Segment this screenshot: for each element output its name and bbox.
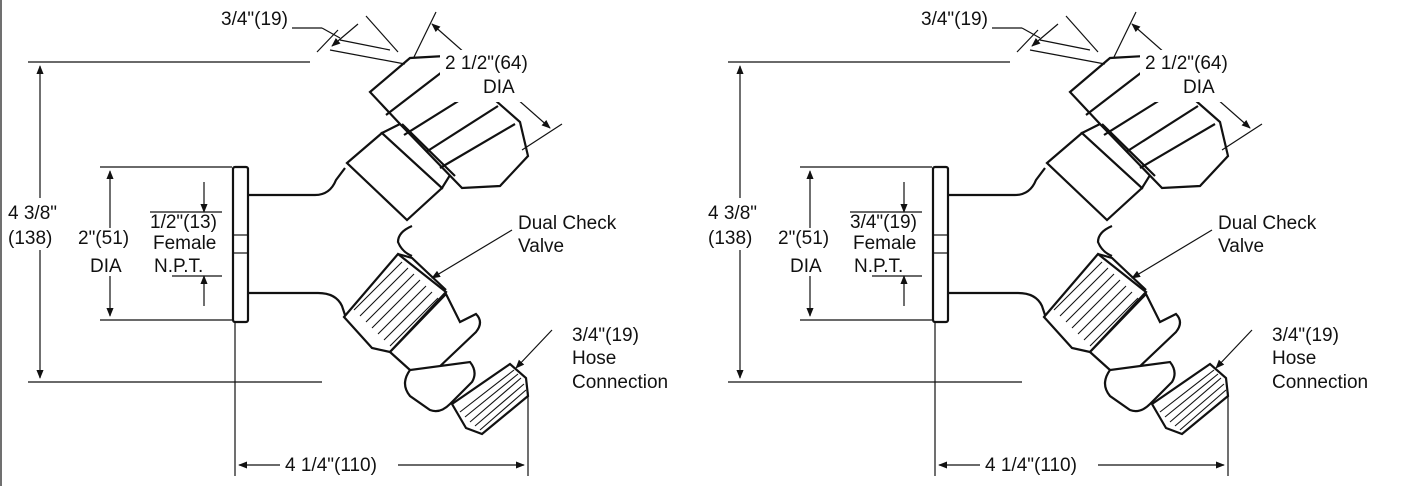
overall-length-dimension — [934, 322, 1229, 478]
inlet-bore-dimension — [150, 182, 222, 306]
drawing-2: 3/4"(19) 2 1/2"(64) DIA 4 3/8" (138) 2"(… — [706, 9, 1368, 478]
inlet-type-label: Female — [153, 233, 216, 254]
overall-height-dimension — [6, 61, 322, 383]
hose-size-label: 3/4"(19) — [572, 325, 639, 346]
inlet-type-label: Female — [853, 233, 916, 254]
hose-connection-label: Connection — [1272, 372, 1368, 393]
flange-dia-unit-label: DIA — [790, 256, 822, 277]
hose-leader — [1215, 329, 1253, 369]
flange-dia-unit-label: DIA — [90, 256, 122, 277]
overall-height-label: 4 3/8" — [8, 203, 57, 224]
top-width-dimension — [992, 15, 1106, 65]
hose-label: Hose — [1272, 348, 1316, 369]
handle-dia-unit-label: DIA — [483, 77, 515, 98]
handle-dia-dimension — [413, 11, 563, 151]
overall-length-dimension — [234, 322, 529, 478]
inlet-size-label: 1/2"(13) — [150, 212, 217, 233]
hose-connection — [450, 362, 530, 436]
hose-connection-label: Connection — [572, 372, 668, 393]
inlet-size-label: 3/4"(19) — [850, 212, 917, 233]
valve-body — [248, 167, 346, 197]
hose-leader — [515, 329, 553, 369]
flange-dia-dimension — [776, 166, 932, 321]
check-valve-leader — [431, 229, 513, 279]
wall-flange — [231, 165, 250, 324]
overall-height-metric-label: (138) — [8, 228, 52, 249]
flange-dia-label: 2"(51) — [78, 228, 129, 249]
check-valve-label: Dual Check — [518, 213, 617, 234]
top-width-dimension — [292, 15, 406, 65]
top-width-label: 3/4"(19) — [921, 9, 988, 30]
dual-check-valve — [342, 252, 448, 354]
valve-body — [948, 167, 1046, 197]
check-valve-label-2: Valve — [1218, 236, 1264, 257]
hose-label: Hose — [572, 348, 616, 369]
check-valve-leader — [1131, 229, 1213, 279]
top-width-label: 3/4"(19) — [221, 9, 288, 30]
flange-dia-dimension — [76, 166, 232, 321]
overall-length-label: 4 1/4"(110) — [985, 455, 1077, 476]
check-valve-label: Dual Check — [1218, 213, 1317, 234]
handle-dia-label: 2 1/2"(64) — [1145, 53, 1228, 74]
flange-dia-label: 2"(51) — [778, 228, 829, 249]
inlet-thread-label: N.P.T. — [854, 256, 903, 277]
wall-flange — [931, 165, 950, 324]
handle-dia-unit-label: DIA — [1183, 77, 1215, 98]
overall-height-metric-label: (138) — [708, 228, 752, 249]
inlet-thread-label: N.P.T. — [154, 256, 203, 277]
hose-size-label: 3/4"(19) — [1272, 325, 1339, 346]
overall-height-dimension — [706, 61, 1022, 383]
dual-check-valve — [1042, 252, 1148, 354]
handle-dia-label: 2 1/2"(64) — [445, 53, 528, 74]
overall-length-label: 4 1/4"(110) — [285, 455, 377, 476]
inlet-bore-dimension — [850, 182, 922, 306]
check-valve-label-2: Valve — [518, 236, 564, 257]
handle-dia-dimension — [1113, 11, 1263, 151]
drawing-1: 3/4"(19) 2 1/2"(64) DIA 4 3/8" (138) 2"(… — [6, 9, 668, 478]
overall-height-label: 4 3/8" — [708, 203, 757, 224]
